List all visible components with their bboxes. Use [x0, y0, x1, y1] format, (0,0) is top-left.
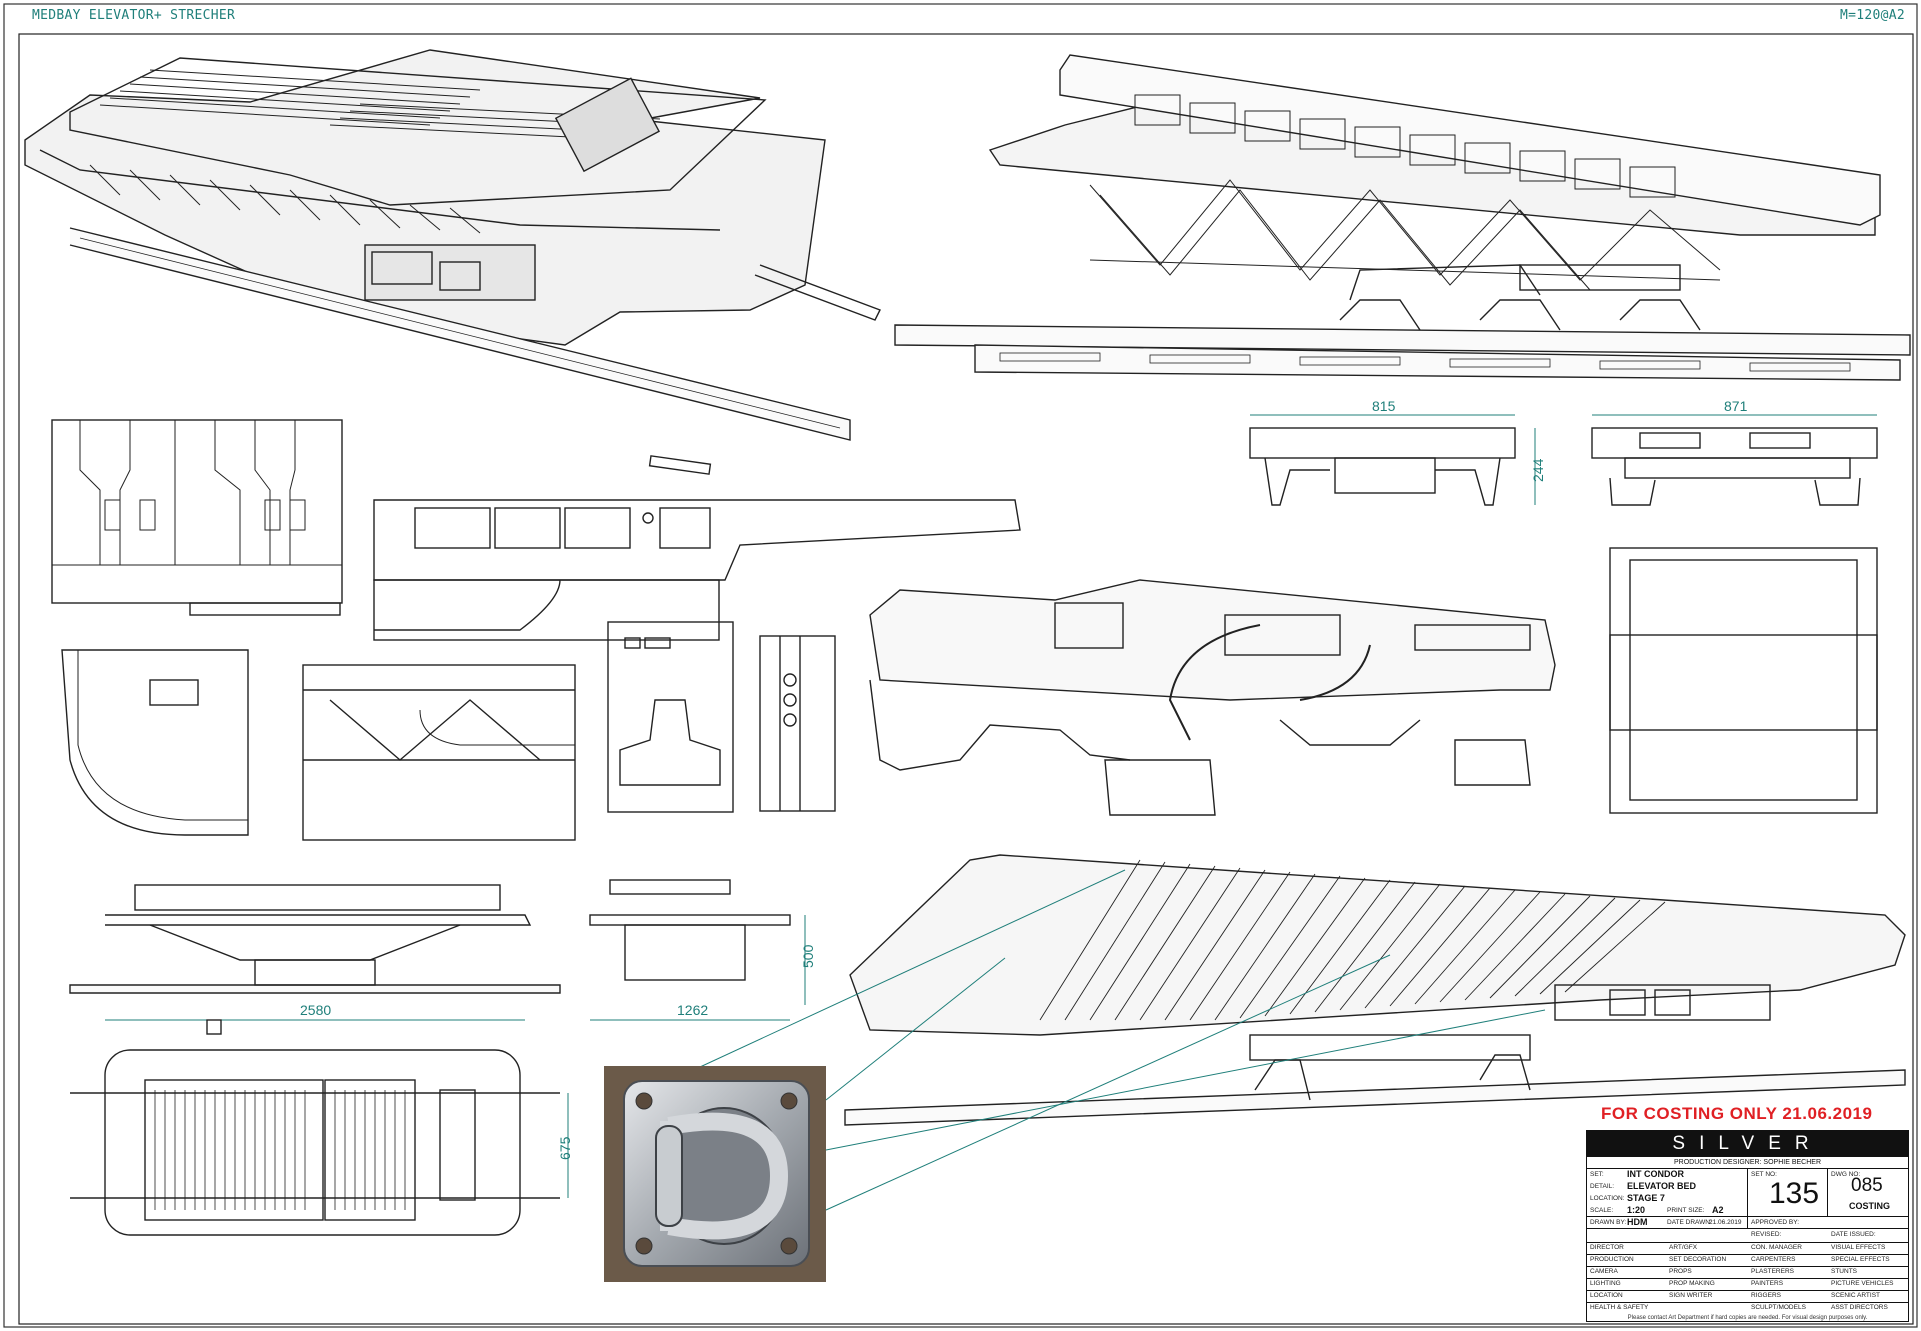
detail-side-panel [1609, 547, 1878, 814]
department-cell: SCULPT/MODELS [1751, 1304, 1806, 1311]
department-cell: PLASTERERS [1751, 1268, 1794, 1275]
plan-view [70, 1019, 569, 1236]
department-cell: LIGHTING [1590, 1280, 1621, 1287]
dim-1262: 1262 [677, 1002, 709, 1018]
location-value: STAGE 7 [1627, 1193, 1665, 1203]
department-cell: RIGGERS [1751, 1292, 1781, 1299]
elevation-815 [1249, 414, 1536, 506]
approved-by-label: APPROVED BY: [1751, 1219, 1800, 1226]
elevation-2580 [69, 884, 561, 1021]
department-cell: CAMERA [1590, 1268, 1618, 1275]
d-ring-photo [604, 1066, 826, 1282]
detail-truss [302, 664, 576, 841]
print-size-value: A2 [1712, 1205, 1724, 1215]
department-cell: ART/GFX [1669, 1244, 1698, 1251]
scale-value: 1:20 [1627, 1205, 1646, 1215]
dim-500: 500 [800, 944, 816, 968]
title-block: SILVER PRODUCTION DESIGNER: SOPHIE BECHE… [1586, 1130, 1909, 1322]
department-cell: PRODUCTION [1590, 1256, 1634, 1263]
elevation-1262 [589, 879, 806, 1021]
dim-244: 244 [1530, 458, 1546, 482]
brand-logo: SILVER [1587, 1131, 1908, 1157]
dim-871: 871 [1724, 398, 1748, 414]
department-cell: SCENIC ARTIST [1831, 1292, 1881, 1299]
drawn-by-value: HDM [1627, 1217, 1648, 1227]
sheet-scale-note: M=120@A2 [1840, 8, 1906, 23]
department-cell: PICTURE VEHICLES [1831, 1280, 1894, 1287]
date-drawn-value: 21.06.2019 [1709, 1219, 1742, 1226]
department-cell: PROPS [1669, 1268, 1692, 1275]
department-cell: SPECIAL EFFECTS [1831, 1256, 1890, 1263]
elevation-871 [1591, 414, 1878, 506]
department-cell: PAINTERS [1751, 1280, 1784, 1287]
dim-2580: 2580 [300, 1002, 332, 1018]
footer-note: Please contact Art Department if hard co… [1627, 1315, 1868, 1321]
iso-view-top-right [894, 54, 1911, 381]
department-cell: CON. MANAGER [1751, 1244, 1802, 1251]
set-no-label: SET NO: [1751, 1171, 1777, 1178]
department-cell: DIRECTOR [1590, 1244, 1624, 1251]
detail-control-panel [373, 455, 1021, 641]
detail-slats [51, 419, 343, 616]
status-value: COSTING [1849, 1201, 1891, 1211]
department-cell: SIGN WRITER [1669, 1292, 1713, 1299]
costing-stamp: FOR COSTING ONLY 21.06.2019 [1601, 1104, 1873, 1123]
dim-815: 815 [1372, 398, 1396, 414]
iso-view-top-left [24, 49, 881, 441]
department-cell: PROP MAKING [1669, 1280, 1715, 1287]
print-size-label: PRINT SIZE: [1667, 1207, 1705, 1214]
department-cell: LOCATION [1590, 1292, 1623, 1299]
department-cell: VISUAL EFFECTS [1831, 1244, 1886, 1251]
date-issued-label: DATE ISSUED: [1831, 1231, 1876, 1238]
detail-corner-handle [61, 649, 249, 836]
set-no-value: 135 [1769, 1177, 1820, 1210]
location-label: LOCATION: [1590, 1195, 1625, 1202]
department-cell: SET DECORATION [1669, 1256, 1727, 1263]
revised-label: REVISED: [1751, 1231, 1782, 1238]
drawn-by-label: DRAWN BY: [1590, 1219, 1627, 1226]
set-label: SET: [1590, 1171, 1604, 1178]
detail-rail [759, 635, 836, 812]
department-cell: STUNTS [1831, 1268, 1857, 1275]
department-cell: ASST DIRECTORS [1831, 1304, 1888, 1311]
dwg-no-label: DWG NO: [1831, 1171, 1861, 1178]
iso-view-bottom-right [844, 854, 1906, 1126]
detail-value: ELEVATOR BED [1627, 1181, 1697, 1191]
dwg-no-value: 085 [1851, 1175, 1883, 1196]
dim-675: 675 [557, 1136, 573, 1160]
sheet-title: MEDBAY ELEVATOR+ STRECHER [32, 8, 236, 23]
detail-bracket [607, 621, 734, 813]
iso-view-center [869, 579, 1556, 816]
detail-label: DETAIL: [1590, 1183, 1615, 1190]
department-cell: CARPENTERS [1751, 1256, 1796, 1263]
date-drawn-label: DATE DRAWN: [1667, 1219, 1712, 1226]
set-value: INT CONDOR [1627, 1169, 1684, 1179]
department-cell: HEALTH & SAFETY [1590, 1304, 1649, 1311]
scale-label: SCALE: [1590, 1207, 1614, 1214]
